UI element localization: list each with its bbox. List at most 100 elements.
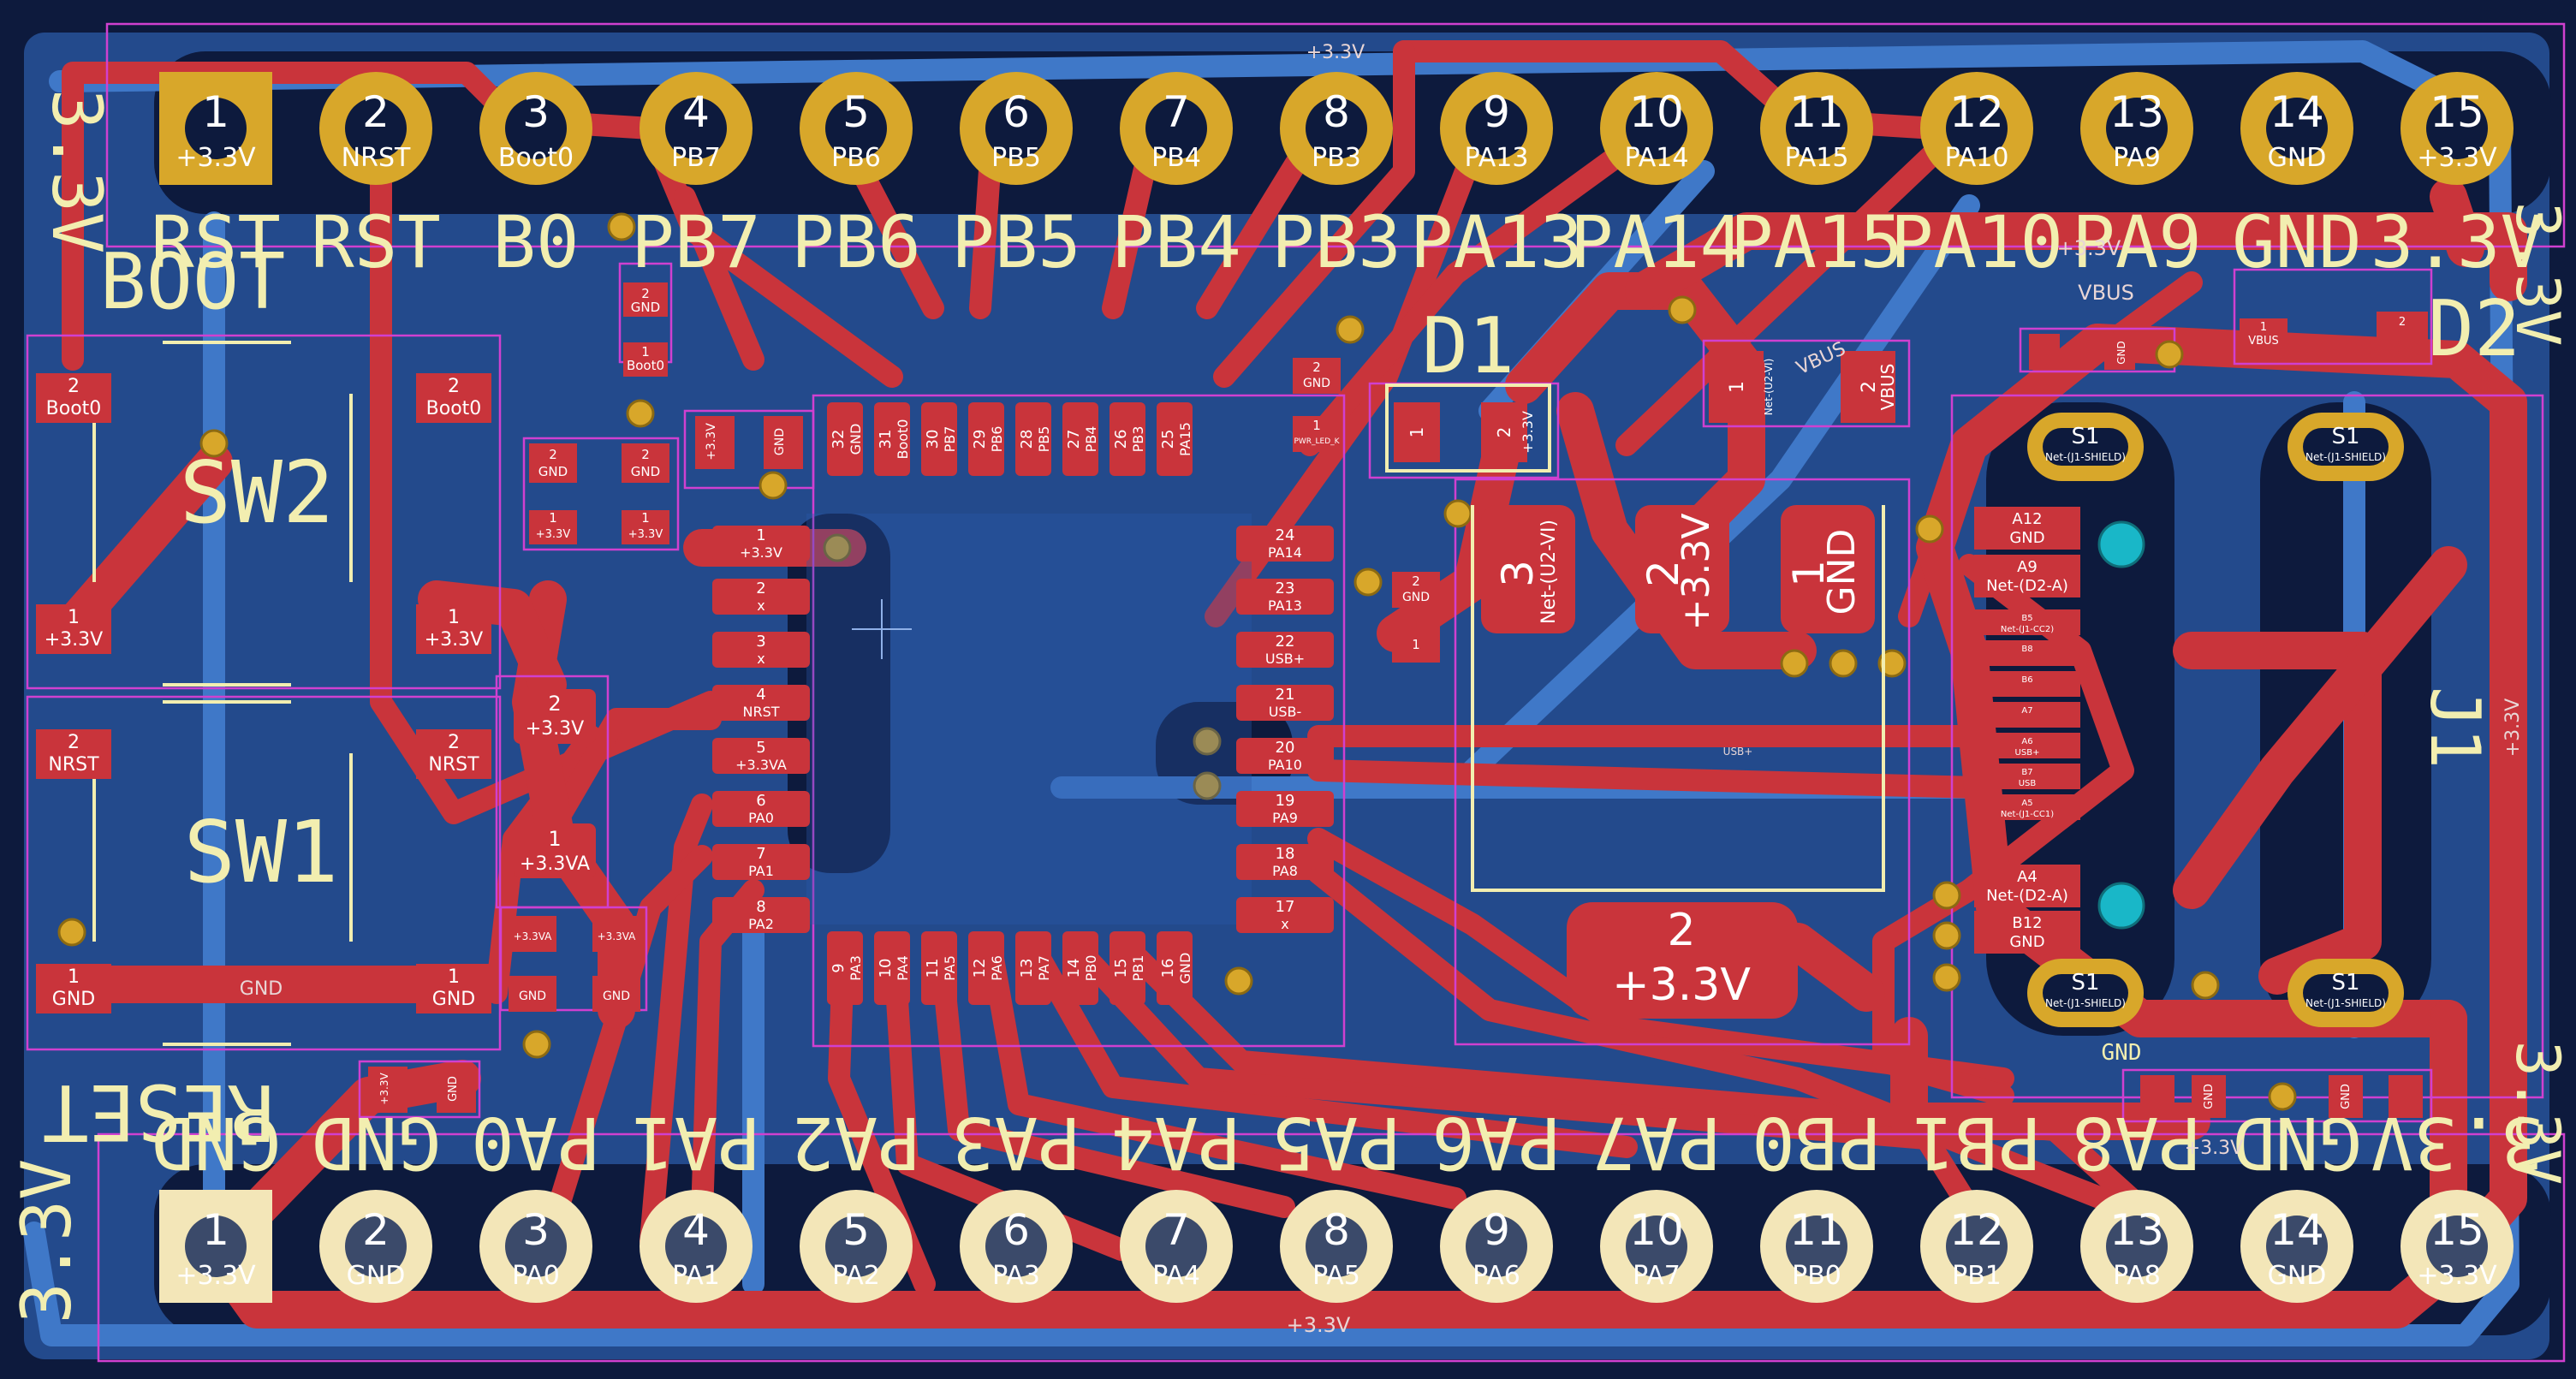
capacitor-c4[interactable]: +3.3VA +3.3VA GND GND	[509, 916, 640, 1012]
sw2-pad-top-right[interactable]: 2 Boot0	[416, 373, 491, 423]
mcu-pin-17[interactable]: 17x	[1236, 897, 1334, 933]
capacitor-c1[interactable]: 2 GND 1 +3.3V	[529, 443, 577, 544]
passive-components[interactable]: 2 GND 1 Boot0 2 GND 1 +3.3V 2 GND 1 +3.3…	[368, 281, 2428, 1118]
reg-pin-2[interactable]	[1635, 505, 1729, 633]
sw2-pad-bottom-left[interactable]: 1 +3.3V	[36, 604, 111, 654]
mcu-pin-3[interactable]: 3x	[712, 632, 810, 668]
sw1-pad-top-left[interactable]: 2 NRST	[36, 729, 111, 779]
input-diode[interactable]: 1 Net-(U2-VI) 2 VBUS	[1709, 351, 1898, 423]
capacitor-c2[interactable]: 2 GND 1 +3.3V	[622, 443, 669, 544]
led-d1[interactable]: 1 2 +3.3V	[1394, 402, 1536, 462]
reg-tab[interactable]	[1567, 902, 1798, 1019]
sw2-pad-top-left[interactable]: 2 Boot0	[36, 373, 111, 423]
mcu-pin-1[interactable]: 1+3.3V	[712, 526, 810, 562]
mcu-pin-2[interactable]: 2x	[712, 579, 810, 615]
header-pin-15[interactable]: 15+3.3V	[2400, 1190, 2514, 1303]
switch-pads[interactable]: 2 Boot0 2 Boot0 1 +3.3V 1 +3.3V 2 NRST 2…	[36, 373, 491, 1013]
header-pin-15[interactable]: 15+3.3V	[2400, 72, 2514, 185]
bottom-right-capacitors[interactable]: GND GND	[2140, 1075, 2423, 1118]
sw1-pad-bottom-left[interactable]: 1 GND	[36, 964, 111, 1013]
usb-pin-B8[interactable]: B8	[1974, 640, 2080, 666]
resistor-usb[interactable]: 2 GND 1	[1392, 572, 1440, 663]
capacitor-c3[interactable]: +3.3V GND	[695, 416, 803, 469]
sw1-pad-top-right[interactable]: 2 NRST	[416, 729, 491, 779]
usb-pin-A7[interactable]: A7	[1974, 702, 2080, 728]
reg-pin-3[interactable]	[1481, 505, 1575, 633]
led-d2[interactable]: 1 VBUS 2	[2240, 312, 2428, 349]
capacitor-c5[interactable]: +3.3V GND	[368, 1067, 476, 1113]
voltage-regulator[interactable]: 3 Net-(U2-VI) 2 +3.3V 1 GND 2 +3.3V	[1481, 505, 1875, 1019]
header-pin-1[interactable]: 1+3.3V	[159, 1190, 272, 1303]
reg-pin-1[interactable]	[1781, 505, 1875, 633]
header-pin-1[interactable]: 1+3.3V	[159, 72, 272, 185]
shield-capacitor[interactable]: GND	[2029, 334, 2135, 370]
sw2-pad-bottom-right[interactable]: 1 +3.3V	[416, 604, 491, 654]
mcu-pin-5[interactable]: 5+3.3VA	[712, 738, 810, 774]
sw1-pad-bottom-right[interactable]: 1 GND	[416, 964, 491, 1013]
usb-pin-B6[interactable]: B6	[1974, 671, 2080, 697]
